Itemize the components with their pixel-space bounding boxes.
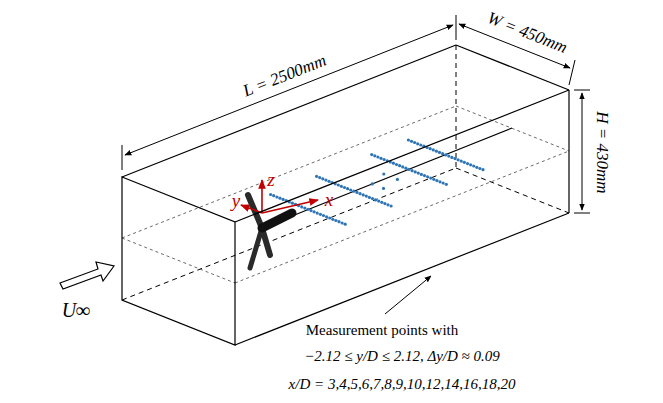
dimension-lines [122,15,590,213]
dimension-label: L = 2500mm [241,51,329,101]
axis-label: y [232,191,240,212]
dimension-label: H = 430mm [592,111,611,193]
flow-arrow [60,262,114,289]
hidden-edges [122,45,569,300]
tunnel-box [122,45,569,345]
turbine-symbol [248,195,292,268]
annotation-text: −2.12 ≤ y/D ≤ 2.12, Δy/D ≈ 0.09 [304,348,500,365]
axis-label: x [325,190,333,211]
dimension-label: W = 450mm [484,9,569,57]
flow-label: U∞ [62,299,91,321]
measurement-points [269,138,485,225]
centre-line [262,128,512,228]
leader-line [385,276,431,314]
axis-label: z [267,170,274,191]
axes [241,180,318,213]
annotation-text: x/D = 3,4,5,6,7,8,9,10,12,14,16,18,20 [289,376,516,393]
annotation-text: Measurement points with [306,322,458,339]
mid-plane [122,106,569,283]
